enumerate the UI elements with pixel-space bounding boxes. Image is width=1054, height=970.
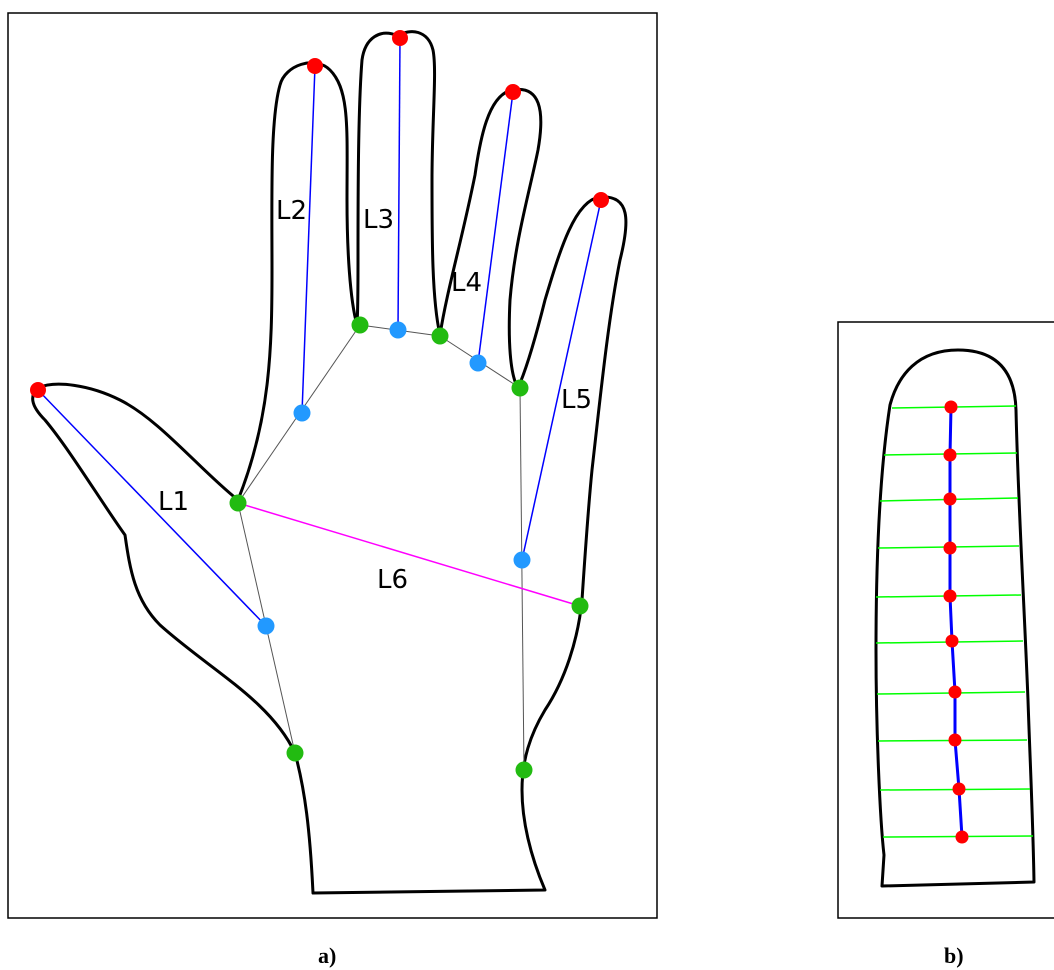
tip-point xyxy=(392,30,408,46)
label-l5: L5 xyxy=(561,385,592,415)
centerline-point xyxy=(948,685,962,699)
mid-point xyxy=(389,321,407,339)
centerline-point xyxy=(955,830,969,844)
base-point xyxy=(515,761,533,779)
centerline-point xyxy=(943,492,957,506)
centerline-point xyxy=(948,733,962,747)
length-line-l4 xyxy=(477,91,514,364)
panel-a-frame xyxy=(7,12,658,919)
tip-point xyxy=(30,382,46,398)
mid-point xyxy=(293,404,311,422)
mid-point xyxy=(513,551,531,569)
tip-points xyxy=(30,30,609,398)
panel-a: L1 L2 L3 L4 L5 L6 a) xyxy=(7,12,658,968)
mid-point xyxy=(257,617,275,635)
mid-points xyxy=(257,321,531,635)
width-line-l6 xyxy=(237,502,581,607)
length-lines xyxy=(37,37,602,627)
base-points xyxy=(229,316,589,779)
label-l1: L1 xyxy=(158,487,189,517)
base-point xyxy=(351,316,369,334)
label-l4: L4 xyxy=(451,268,482,298)
finger-outline xyxy=(874,348,1036,888)
tip-point xyxy=(505,84,521,100)
centerline-points xyxy=(943,400,969,844)
cross-section-lines xyxy=(875,405,1034,838)
label-l3: L3 xyxy=(363,205,394,235)
mid-point xyxy=(469,354,487,372)
tip-point xyxy=(307,58,323,74)
caption-a: a) xyxy=(318,943,336,968)
centerline-point xyxy=(943,589,957,603)
hand-outline xyxy=(31,30,628,895)
skeleton-lines xyxy=(237,324,525,771)
centerline-point xyxy=(945,634,959,648)
centerline-point xyxy=(952,782,966,796)
centerline-point xyxy=(944,400,958,414)
length-line-l1 xyxy=(37,389,267,627)
panel-b-frame xyxy=(837,321,1054,919)
base-point xyxy=(571,597,589,615)
caption-b: b) xyxy=(944,943,964,968)
panel-b: b) xyxy=(837,321,1054,968)
label-l6: L6 xyxy=(377,565,408,595)
tip-point xyxy=(593,192,609,208)
label-l2: L2 xyxy=(276,196,307,226)
centerline-point xyxy=(943,541,957,555)
length-line-l3 xyxy=(397,37,401,331)
base-point xyxy=(286,744,304,762)
finger-centerline xyxy=(948,406,964,838)
length-line-l2 xyxy=(301,65,316,414)
base-point xyxy=(511,379,529,397)
base-point xyxy=(431,327,449,345)
length-line-l5 xyxy=(521,199,602,561)
base-point xyxy=(229,494,247,512)
centerline-point xyxy=(943,448,957,462)
